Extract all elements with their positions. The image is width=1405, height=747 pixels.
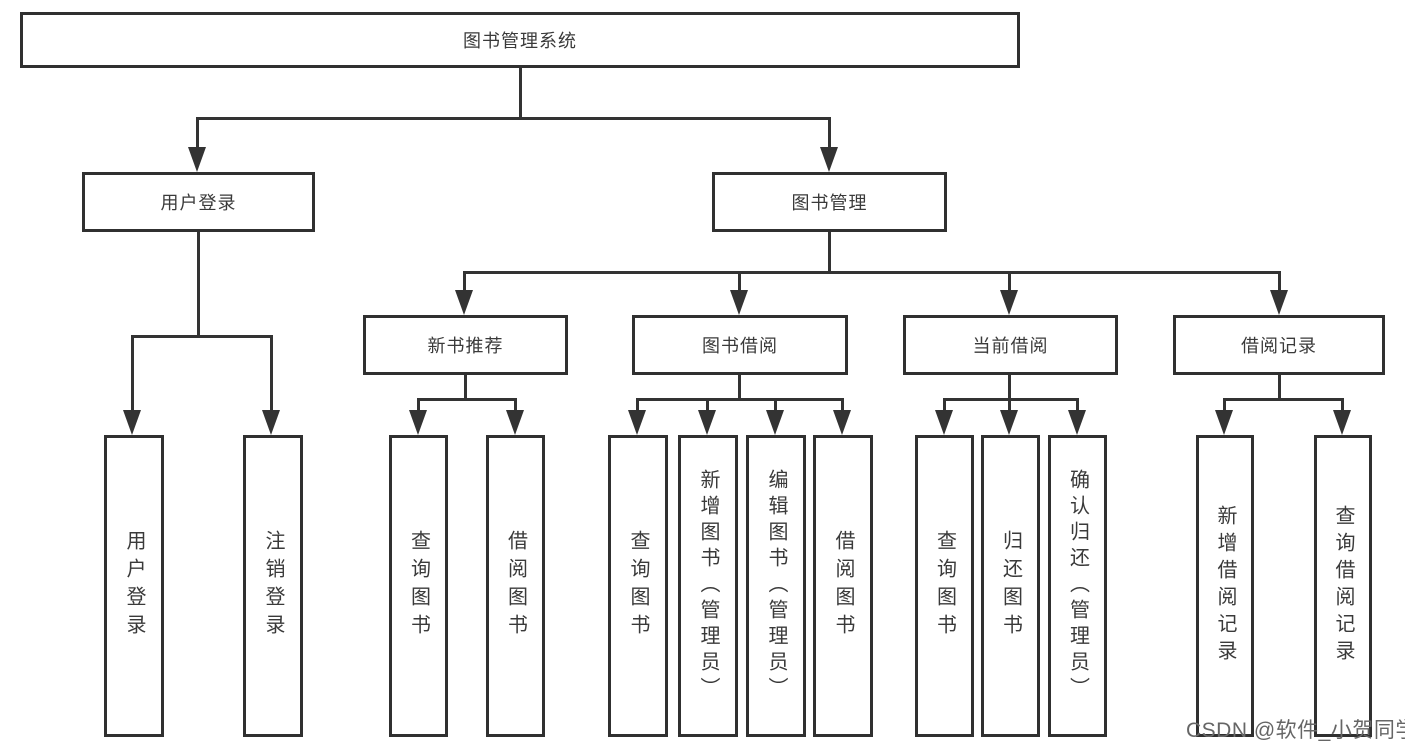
leaf-query-borrow-record: 查询借阅记录	[1314, 435, 1372, 737]
arrow-down-icon	[628, 410, 646, 435]
connector-drop-user-login	[196, 117, 199, 150]
leaf-query-books: 查询图书	[608, 435, 668, 737]
node-label: 图书管理系统	[463, 31, 577, 51]
node-root-library-system: 图书管理系统	[20, 12, 1020, 68]
arrow-down-icon	[698, 410, 716, 435]
arrow-down-icon	[1215, 410, 1233, 435]
node-label: 用户登录	[160, 193, 237, 213]
connector-drop	[270, 335, 273, 412]
leaf-logout: 注销登录	[243, 435, 303, 737]
connector-drop	[1341, 398, 1344, 414]
node-new-book-recommend: 新书推荐	[363, 315, 568, 375]
node-label: 当前借阅	[972, 336, 1049, 356]
connector-records-stem	[1278, 375, 1281, 401]
leaf-query-books: 查询图书	[915, 435, 974, 737]
connector-borrow-hbar	[636, 398, 844, 401]
connector-drop	[1008, 271, 1011, 292]
arrow-down-icon	[1333, 410, 1351, 435]
arrow-down-icon	[1000, 290, 1018, 315]
node-label: 借阅记录	[1241, 336, 1317, 356]
connector-drop	[1223, 398, 1226, 414]
node-book-management: 图书管理	[712, 172, 947, 232]
connector-current-hbar	[943, 398, 1079, 401]
connector-root-stem	[519, 68, 522, 118]
leaf-query-books: 查询图书	[389, 435, 448, 737]
leaf-edit-books-admin: 编辑图书（管理员）	[746, 435, 806, 737]
leaf-confirm-return-admin: 确认归还（管理员）	[1048, 435, 1107, 737]
node-current-borrowing: 当前借阅	[903, 315, 1118, 375]
csdn-watermark: CSDN @软件_小贺同学	[1186, 719, 1405, 742]
node-label: 图书借阅	[702, 336, 778, 356]
connector-drop-book-management	[828, 117, 831, 150]
connector-drop	[131, 335, 134, 412]
node-label: 图书管理	[791, 193, 868, 213]
connector-bookmgmt-stem	[828, 232, 831, 272]
connector-drop	[417, 398, 420, 414]
connector-bookmgmt-hbar	[464, 271, 1281, 274]
connector-drop	[943, 398, 946, 414]
connector-drop	[841, 398, 844, 414]
arrow-down-icon	[833, 410, 851, 435]
arrow-down-icon	[820, 147, 838, 172]
node-book-borrowing: 图书借阅	[632, 315, 848, 375]
connector-records-hbar	[1223, 398, 1344, 401]
connector-newbooks-hbar	[417, 398, 517, 401]
connector-newbooks-stem	[464, 375, 467, 401]
arrow-down-icon	[188, 147, 206, 172]
connector-drop	[706, 398, 709, 414]
connector-drop	[1076, 398, 1079, 414]
leaf-return-books: 归还图书	[981, 435, 1040, 737]
leaf-borrow-books: 借阅图书	[486, 435, 545, 737]
connector-drop	[738, 271, 741, 292]
connector-root-hbar	[197, 117, 831, 120]
connector-drop	[636, 398, 639, 414]
leaf-add-borrow-record: 新增借阅记录	[1196, 435, 1254, 737]
node-borrowing-records: 借阅记录	[1173, 315, 1385, 375]
node-label: 新书推荐	[427, 336, 504, 356]
arrow-down-icon	[409, 410, 427, 435]
arrow-down-icon	[1270, 290, 1288, 315]
arrow-down-icon	[455, 290, 473, 315]
connector-drop	[774, 398, 777, 414]
connector-userlogin-stem	[197, 232, 200, 336]
arrow-down-icon	[935, 410, 953, 435]
arrow-down-icon	[730, 290, 748, 315]
arrow-down-icon	[1000, 410, 1018, 435]
connector-drop	[463, 271, 466, 292]
arrow-down-icon	[262, 410, 280, 435]
connector-userlogin-hbar	[132, 335, 273, 338]
connector-current-stem	[1008, 375, 1011, 401]
connector-drop	[514, 398, 517, 414]
connector-drop	[1008, 398, 1011, 414]
connector-drop	[1278, 271, 1281, 292]
arrow-down-icon	[123, 410, 141, 435]
connector-borrow-stem	[738, 375, 741, 401]
node-user-login: 用户登录	[82, 172, 315, 232]
arrow-down-icon	[1068, 410, 1086, 435]
arrow-down-icon	[766, 410, 784, 435]
arrow-down-icon	[506, 410, 524, 435]
leaf-user-login: 用户登录	[104, 435, 164, 737]
leaf-borrow-books: 借阅图书	[813, 435, 873, 737]
leaf-add-books-admin: 新增图书（管理员）	[678, 435, 738, 737]
